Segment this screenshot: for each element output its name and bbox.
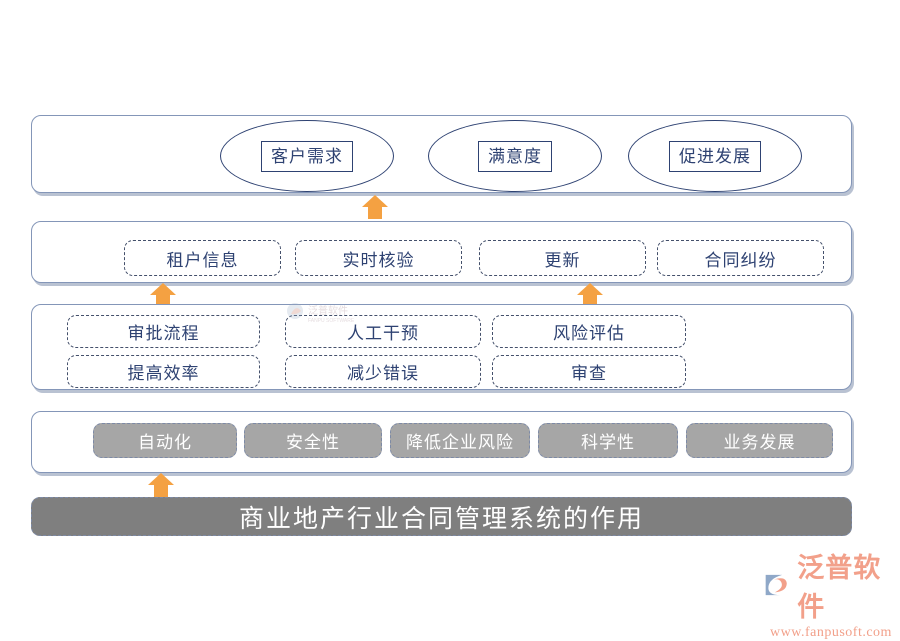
process-label-2: 风险评估 bbox=[553, 324, 625, 343]
process-label-3: 提高效率 bbox=[127, 364, 200, 383]
outcome-ellipse-2[interactable]: 促进发展 bbox=[628, 120, 802, 192]
process-label-1: 人工干预 bbox=[347, 324, 419, 343]
benefit-label-2: 降低企业风险 bbox=[406, 433, 514, 452]
function-chip-0[interactable]: 租户信息 bbox=[124, 240, 281, 276]
outcome-ellipse-1[interactable]: 满意度 bbox=[428, 120, 602, 192]
flow-arrow-up-icon-1 bbox=[150, 283, 176, 307]
benefit-chip-1[interactable]: 安全性 bbox=[244, 423, 382, 458]
benefit-chip-3[interactable]: 科学性 bbox=[538, 423, 678, 458]
benefit-label-1: 安全性 bbox=[286, 433, 340, 452]
flow-arrow-up-icon-2 bbox=[577, 283, 603, 307]
function-label-2: 更新 bbox=[544, 250, 581, 270]
function-label-0: 租户信息 bbox=[166, 250, 239, 270]
benefit-label-4: 业务发展 bbox=[723, 433, 796, 452]
brand-logo-name: 泛普软件 bbox=[797, 553, 882, 622]
diagram-canvas: 客户需求 满意度 促进发展 租户信息 实时核验 更新 合同纠纷 审批流程 人工干… bbox=[31, 115, 891, 640]
function-chip-1[interactable]: 实时核验 bbox=[295, 240, 462, 276]
benefit-chip-4[interactable]: 业务发展 bbox=[686, 423, 833, 458]
function-label-1: 实时核验 bbox=[342, 250, 415, 270]
process-chip-3[interactable]: 提高效率 bbox=[67, 355, 260, 388]
diagram-title-bar: 商业地产行业合同管理系统的作用 bbox=[31, 497, 852, 536]
process-chip-5[interactable]: 审查 bbox=[492, 355, 686, 388]
process-chip-4[interactable]: 减少错误 bbox=[285, 355, 481, 388]
brand-logo: 泛普软件 www.fanpusoft.com bbox=[762, 546, 900, 641]
process-label-5: 审查 bbox=[571, 364, 607, 383]
process-label-4: 减少错误 bbox=[347, 364, 419, 383]
process-chip-1[interactable]: 人工干预 bbox=[285, 315, 481, 348]
benefit-chip-0[interactable]: 自动化 bbox=[93, 423, 237, 458]
function-chip-3[interactable]: 合同纠纷 bbox=[657, 240, 824, 276]
diagram-title: 商业地产行业合同管理系统的作用 bbox=[238, 505, 644, 533]
benefit-label-3: 科学性 bbox=[581, 433, 635, 452]
fanpu-mark-icon bbox=[765, 574, 787, 596]
process-chip-2[interactable]: 风险评估 bbox=[492, 315, 686, 348]
outcome-label-2: 促进发展 bbox=[669, 140, 761, 172]
function-chip-2[interactable]: 更新 bbox=[479, 240, 646, 276]
process-chip-0[interactable]: 审批流程 bbox=[67, 315, 260, 348]
brand-logo-row: 泛普软件 bbox=[762, 546, 900, 624]
function-label-3: 合同纠纷 bbox=[704, 250, 777, 270]
outcome-label-1: 满意度 bbox=[478, 140, 552, 172]
flow-arrow-up-icon-0 bbox=[362, 195, 388, 219]
benefit-chip-2[interactable]: 降低企业风险 bbox=[390, 423, 530, 458]
benefit-label-0: 自动化 bbox=[138, 433, 192, 452]
brand-logo-url: www.fanpusoft.com bbox=[770, 625, 892, 640]
outcome-label-0: 客户需求 bbox=[261, 140, 353, 172]
flow-arrow-up-icon-3 bbox=[148, 473, 174, 497]
outcome-ellipse-0[interactable]: 客户需求 bbox=[220, 120, 394, 192]
process-label-0: 审批流程 bbox=[127, 324, 200, 343]
